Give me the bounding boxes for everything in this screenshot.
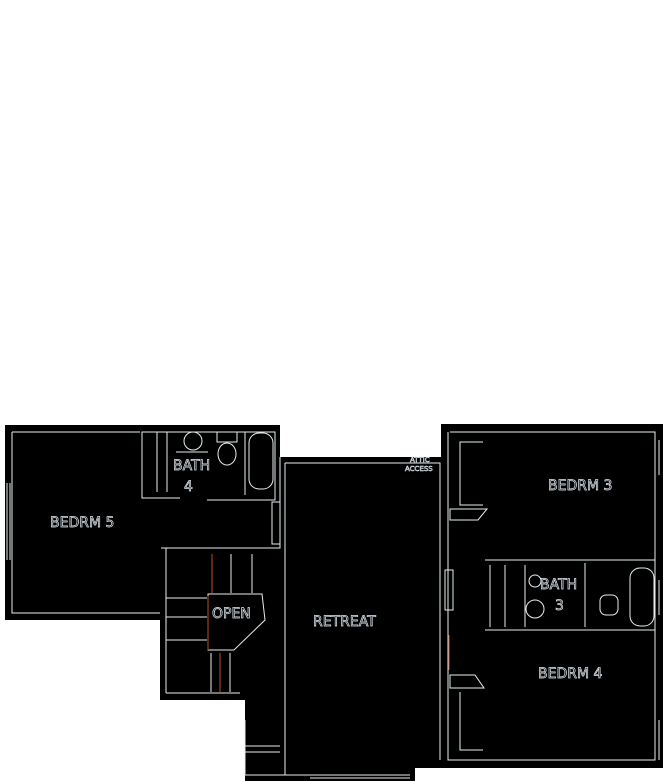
room-label-bath3: BATH	[540, 577, 577, 593]
attic-access-label-2: ACCESS	[405, 465, 433, 473]
room-label-bath3-number: 3	[555, 598, 564, 614]
room-label-open: OPEN	[212, 606, 251, 622]
plan-footprint	[5, 424, 663, 781]
walls	[6, 431, 660, 779]
room-label-bedrm3: BEDRM 3	[548, 478, 612, 494]
room-label-bath4: BATH	[173, 458, 210, 474]
room-label-retreat: RETREAT	[313, 614, 376, 630]
room-label-bath4-number: 4	[184, 479, 193, 495]
room-label-bedrm4: BEDRM 4	[538, 666, 602, 682]
attic-access-label-1: ATTIC	[410, 456, 430, 464]
room-label-bedrm5: BEDRM 5	[50, 515, 114, 531]
